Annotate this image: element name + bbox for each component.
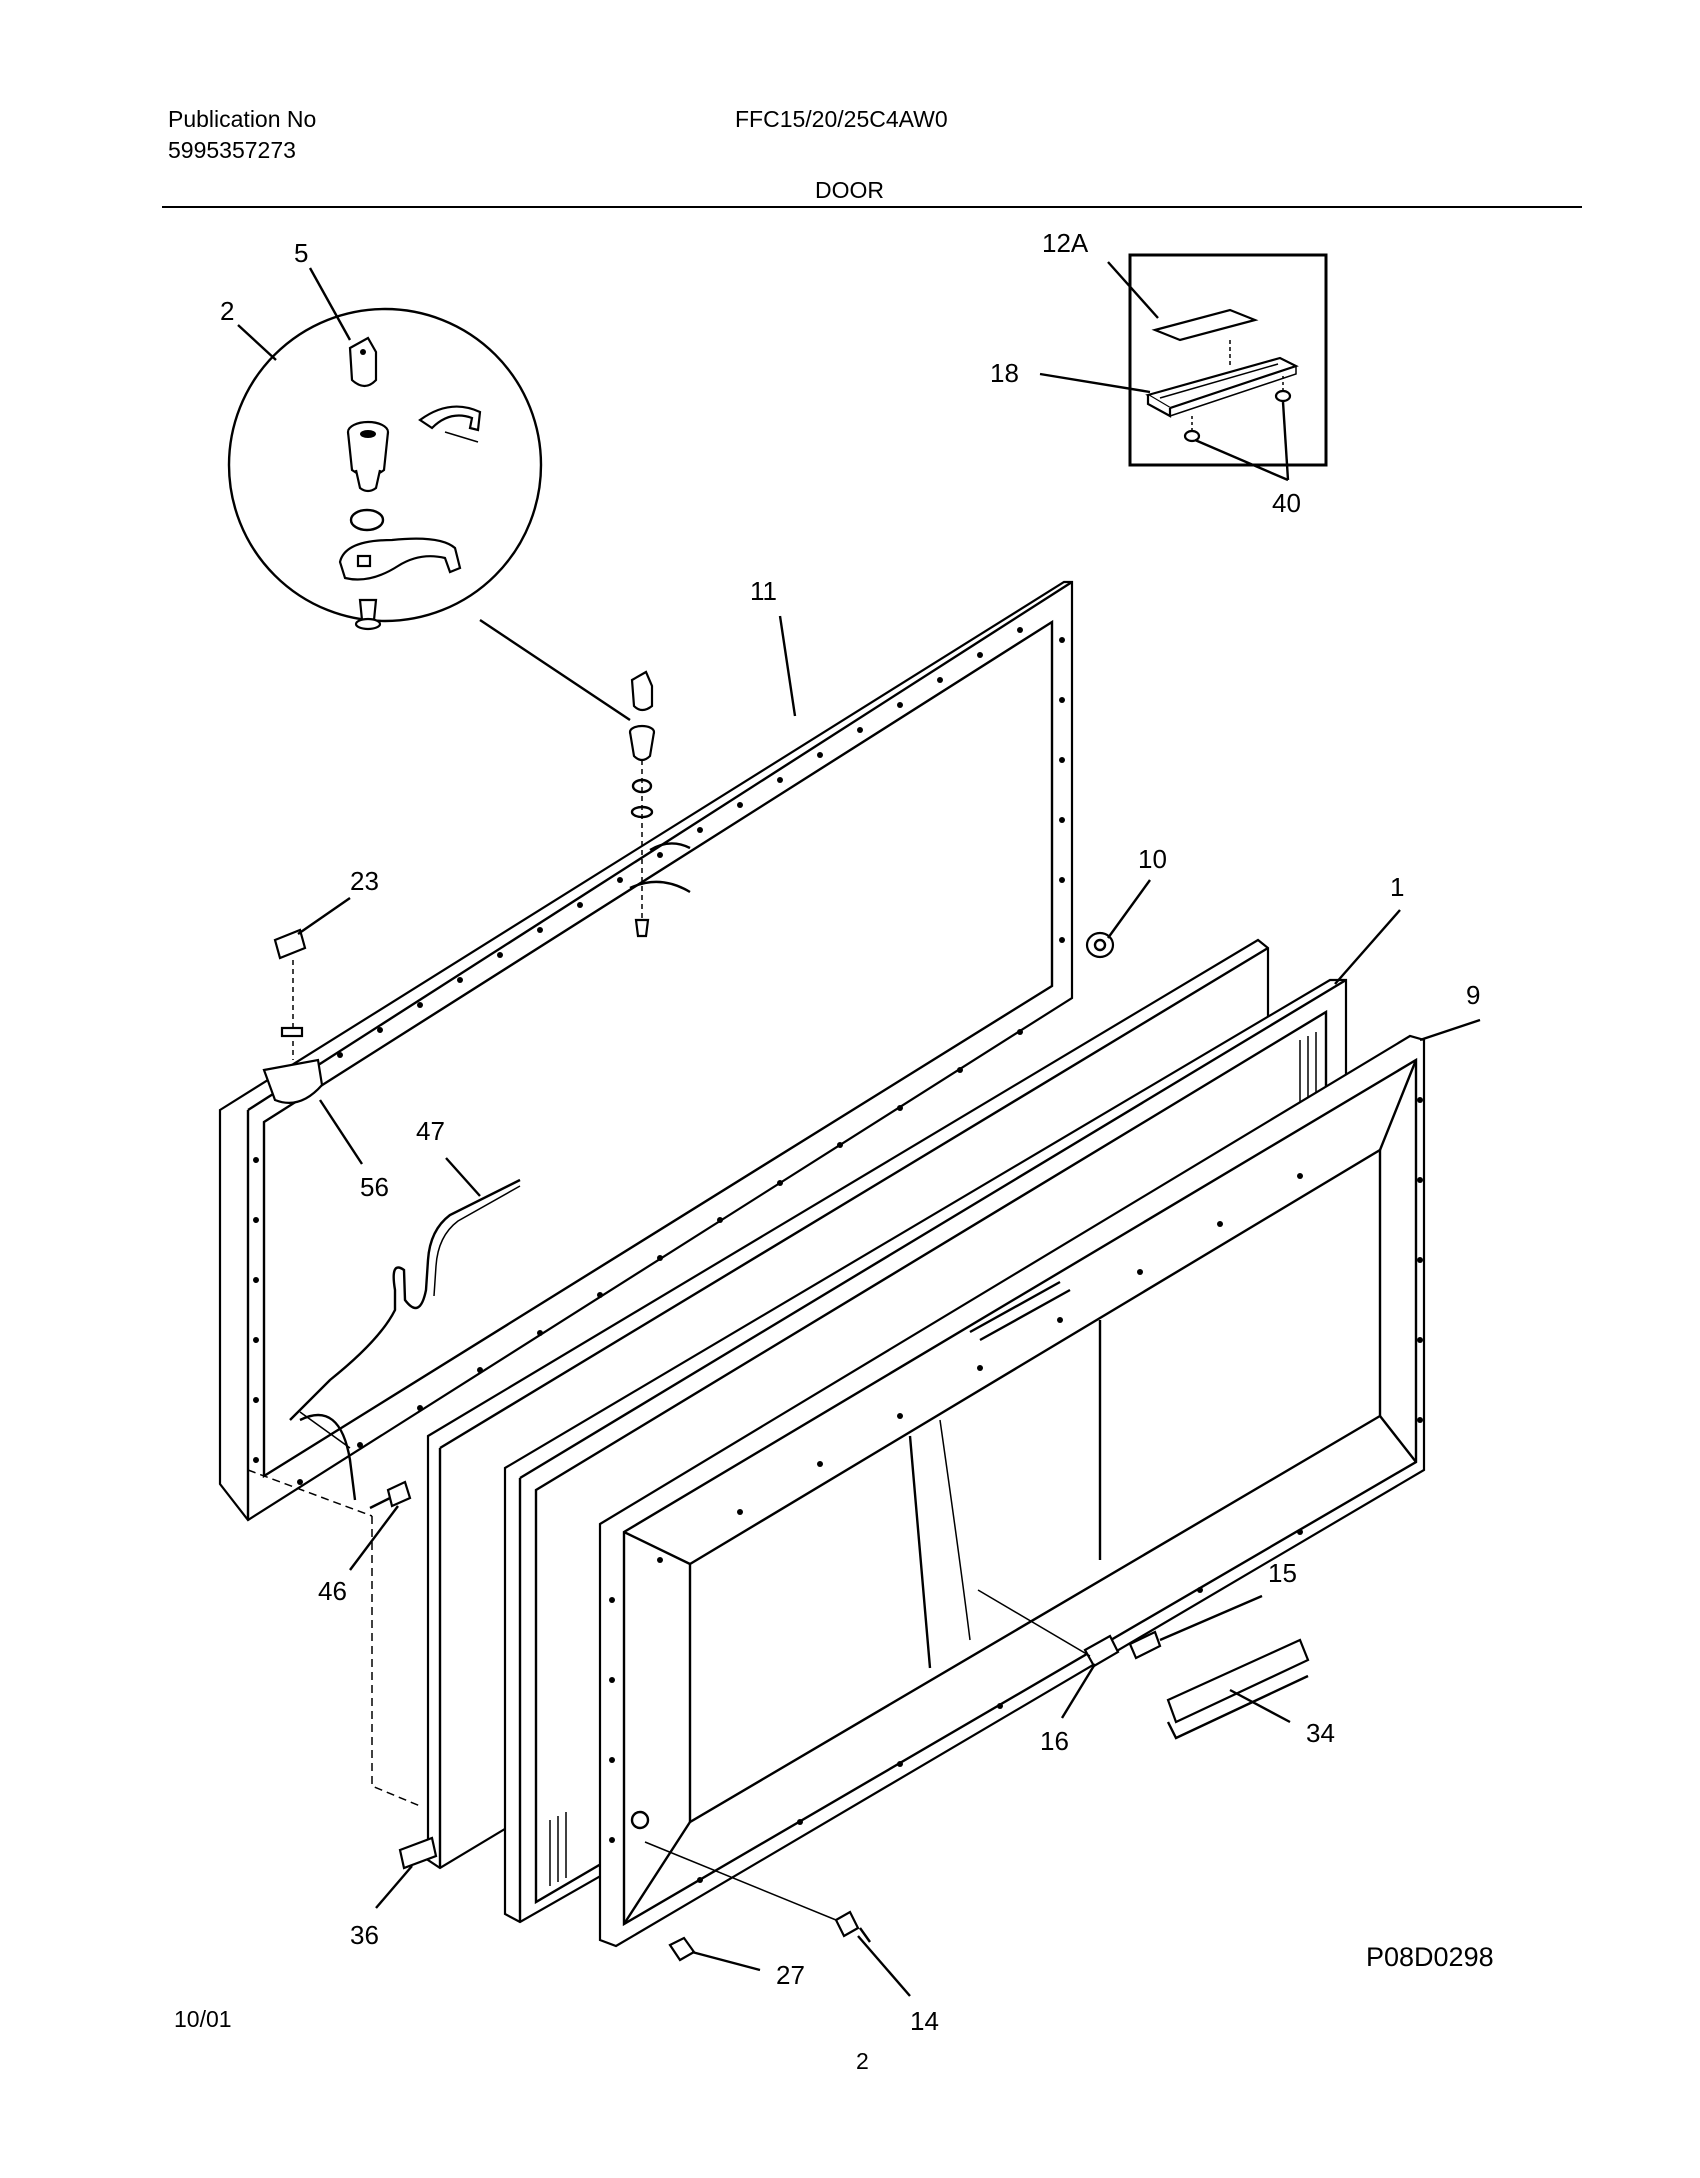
callout-16: 16 [1040,1726,1069,1756]
section-title: DOOR [815,177,884,203]
heater-wire [289,1178,521,1501]
drawing-id: P08D0298 [1366,1942,1494,1972]
callout-27: 27 [776,1960,805,1990]
screw-46 [369,1480,412,1510]
plug-part [1085,931,1115,959]
footer-date: 10/01 [174,2006,232,2032]
leader-lines [237,261,1481,1997]
callout-36: 36 [350,1920,379,1950]
callout-5: 5 [294,238,308,268]
callout-18: 18 [990,358,1019,388]
callout-labels: 5 2 12A 18 40 11 10 1 9 23 56 47 46 15 1… [220,228,1480,2036]
lock-on-frame [628,670,691,938]
light-switch-parts [977,1589,1162,1668]
alignment-lines [247,1469,421,1807]
handle-inset [1128,253,1328,467]
callout-12a: 12A [1042,228,1089,258]
inner-door-liner [598,1034,1426,1948]
door-outer-frame [218,580,1074,1522]
callout-1: 1 [1390,872,1404,902]
callout-23: 23 [350,866,379,896]
callout-56: 56 [360,1172,389,1202]
callout-47: 47 [416,1116,445,1146]
callout-10: 10 [1138,844,1167,874]
publication-number: 5995357273 [168,137,296,163]
callout-46: 46 [318,1576,347,1606]
callout-40: 40 [1272,488,1301,518]
callout-34: 34 [1306,1718,1335,1748]
callout-9: 9 [1466,980,1480,1010]
callout-11: 11 [750,576,777,606]
model-number: FFC15/20/25C4AW0 [735,106,948,132]
lock-detail-circle [227,307,631,721]
footer-page: 2 [856,2048,869,2074]
header-divider [162,206,1582,208]
trim-34 [1166,1638,1310,1740]
callout-15: 15 [1268,1558,1297,1588]
callout-14: 14 [910,2006,939,2036]
callout-2: 2 [220,296,234,326]
hinge-parts [262,928,324,1104]
publication-label: Publication No [168,106,317,132]
